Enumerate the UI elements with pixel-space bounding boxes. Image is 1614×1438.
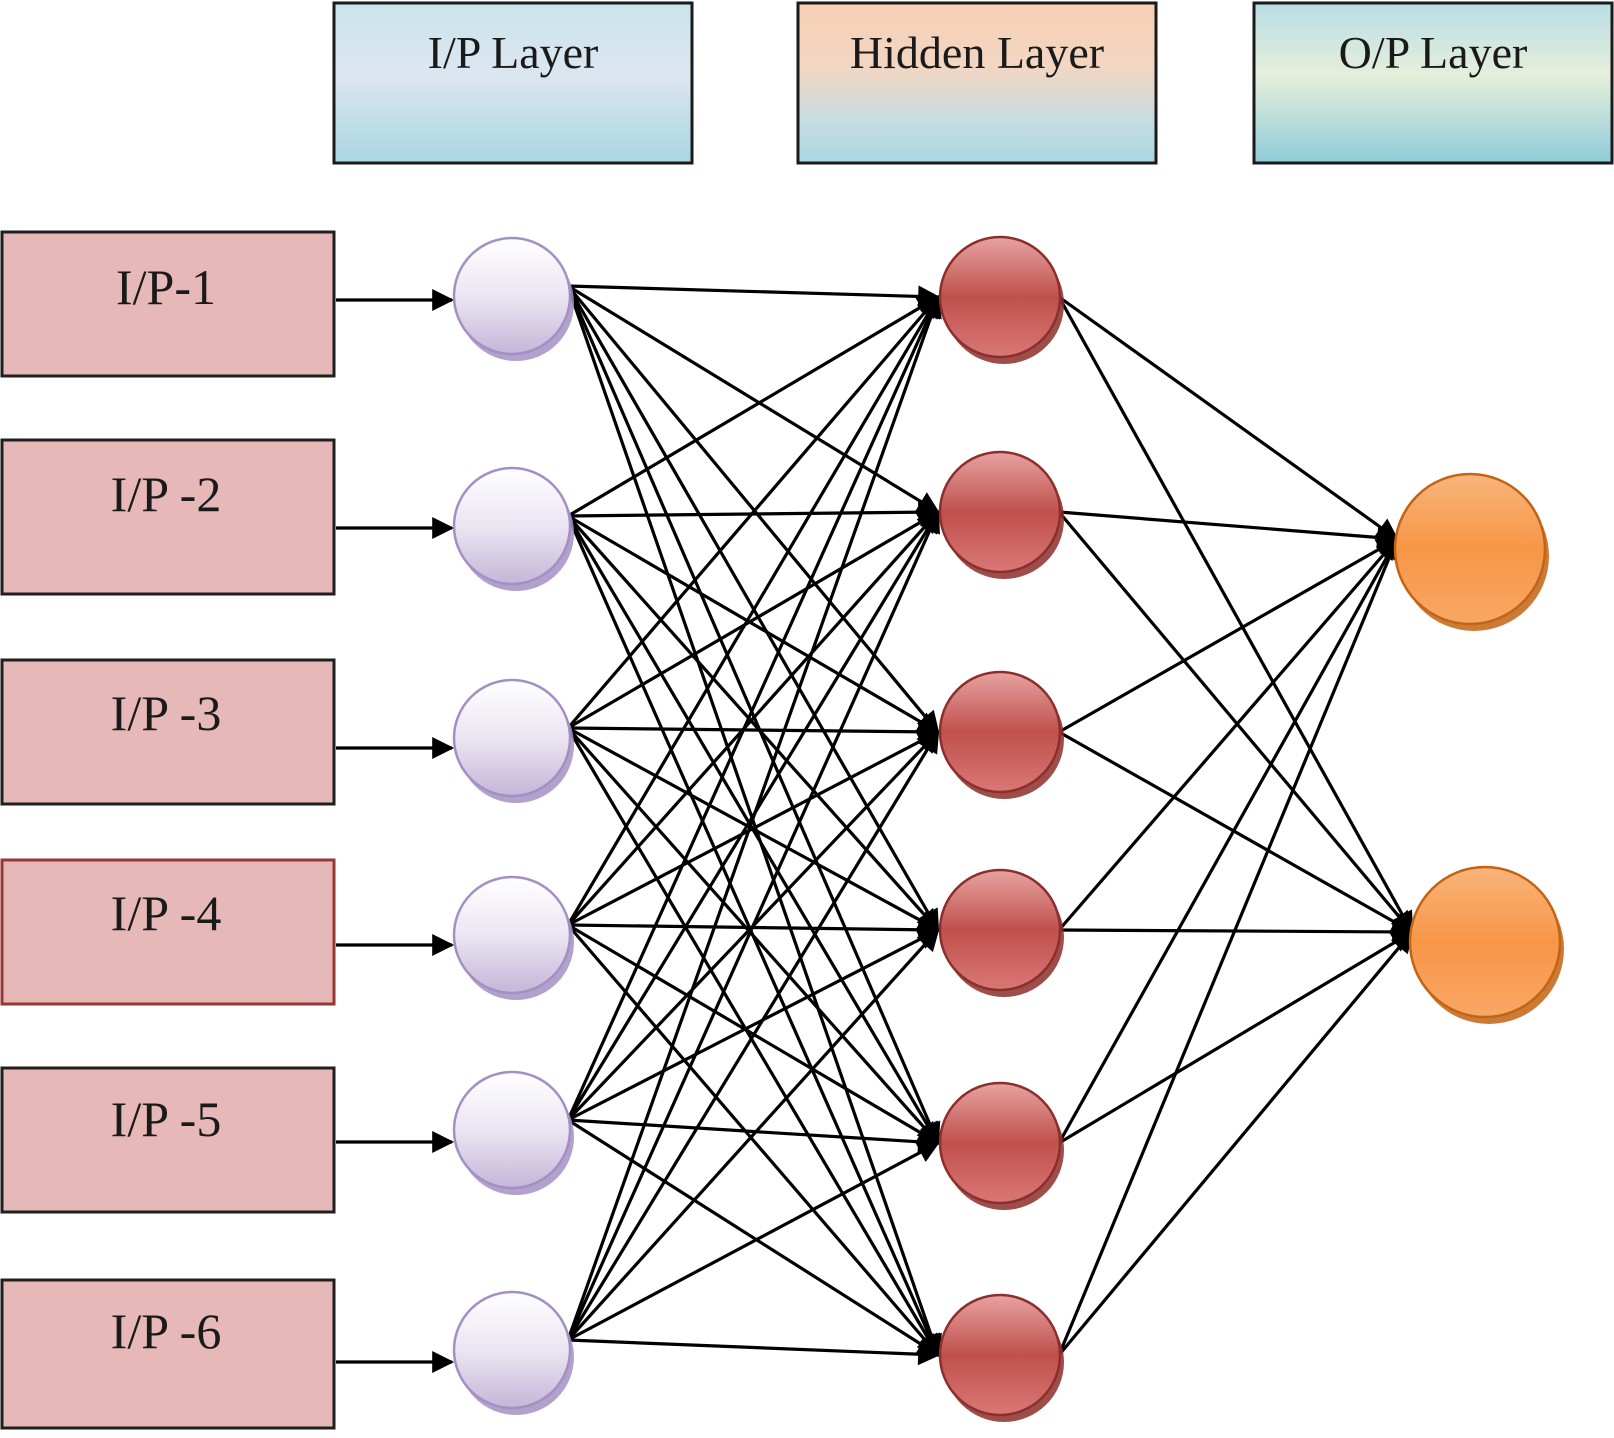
- connection-input-hidden: [567, 1118, 940, 1357]
- nodes: [452, 235, 1564, 1422]
- connection-hidden-output: [1058, 730, 1414, 934]
- connection-input-hidden: [566, 509, 940, 1341]
- connection-input-hidden: [567, 720, 941, 743]
- input-node: [452, 678, 574, 803]
- input-node: [452, 1290, 574, 1415]
- connection-hidden-output: [1057, 536, 1400, 1356]
- input-box-label: I/P-1: [116, 259, 216, 315]
- connection-hidden-output: [1057, 930, 1414, 1357]
- input-box-2: I/P -2: [0, 438, 336, 596]
- input-box-6: I/P -6: [0, 1278, 336, 1430]
- connection-input-hidden: [566, 285, 941, 1146]
- connection-input-hidden: [567, 1338, 941, 1366]
- connection-input-hidden: [567, 284, 940, 514]
- header-hidden-layer: Hidden Layer: [796, 1, 1158, 165]
- connection-input-hidden: [567, 1118, 941, 1153]
- hidden-node: [938, 235, 1064, 364]
- connection-input-hidden: [566, 726, 940, 1145]
- connection-input-hidden: [567, 928, 940, 1122]
- connection-input-hidden: [566, 923, 940, 1357]
- hidden-node: [938, 670, 1064, 799]
- header-output-layer-label: O/P Layer: [1339, 27, 1528, 78]
- input-box-1: I/P-1: [0, 230, 336, 378]
- connection-hidden-output: [1057, 296, 1414, 934]
- input-box-label: I/P -2: [111, 466, 222, 522]
- input-feed-arrows: [336, 289, 455, 1373]
- hidden-node: [938, 868, 1064, 997]
- header-input-layer-label: I/P Layer: [428, 27, 599, 78]
- connection-input-hidden: [567, 730, 940, 927]
- connection-input-hidden: [567, 295, 940, 518]
- input-box-3: I/P -3: [0, 658, 336, 806]
- connection-input-hidden: [567, 510, 940, 730]
- connection-input-hidden: [567, 284, 941, 308]
- connection-hidden-output: [1058, 295, 1399, 541]
- connection-input-hidden: [567, 1141, 940, 1342]
- connection-input-hidden: [566, 928, 940, 1342]
- hidden-node: [938, 1293, 1064, 1422]
- input-box-label: I/P -4: [111, 885, 222, 941]
- connection-input-hidden: [566, 295, 940, 926]
- connection-input-hidden: [566, 295, 940, 730]
- connection-input-hidden: [566, 730, 940, 1341]
- connection-hidden-output: [1058, 537, 1399, 734]
- connection-input-hidden: [566, 284, 940, 734]
- connection-hidden-output: [1058, 930, 1414, 1145]
- header-output-layer: O/P Layer: [1252, 1, 1614, 165]
- output-node: [1408, 865, 1564, 1024]
- connection-input-hidden: [566, 294, 940, 1121]
- output-node: [1393, 472, 1549, 631]
- connection-hidden-output: [1058, 510, 1400, 549]
- input-node: [452, 236, 574, 361]
- input-box-label: I/P -3: [111, 685, 222, 741]
- input-node: [452, 466, 574, 591]
- input-box-4: I/P -4: [0, 858, 336, 1006]
- connection-input-hidden: [566, 727, 940, 1357]
- input-box-label: I/P -5: [111, 1091, 222, 1147]
- input-node: [452, 1070, 574, 1195]
- header-input-layer: I/P Layer: [332, 1, 694, 165]
- connection-input-hidden: [566, 514, 940, 932]
- connections: [566, 284, 1415, 1366]
- connection-hidden-output: [1057, 537, 1399, 932]
- input-boxes: I/P-1 I/P -2 I/P -3 I/P -4 I/P -5 I/P -6: [0, 230, 336, 1430]
- input-box-5: I/P -5: [0, 1066, 336, 1214]
- connection-input-hidden: [566, 294, 942, 1341]
- hidden-node: [938, 1081, 1064, 1210]
- connection-hidden-output: [1057, 510, 1414, 934]
- header-hidden-layer-label: Hidden Layer: [850, 27, 1104, 78]
- hidden-node: [938, 450, 1064, 579]
- input-node: [452, 875, 574, 1000]
- input-box-label: I/P -6: [111, 1303, 222, 1359]
- connection-input-hidden: [567, 514, 940, 734]
- connection-hidden-output: [1057, 537, 1399, 1144]
- connection-input-hidden: [566, 510, 940, 927]
